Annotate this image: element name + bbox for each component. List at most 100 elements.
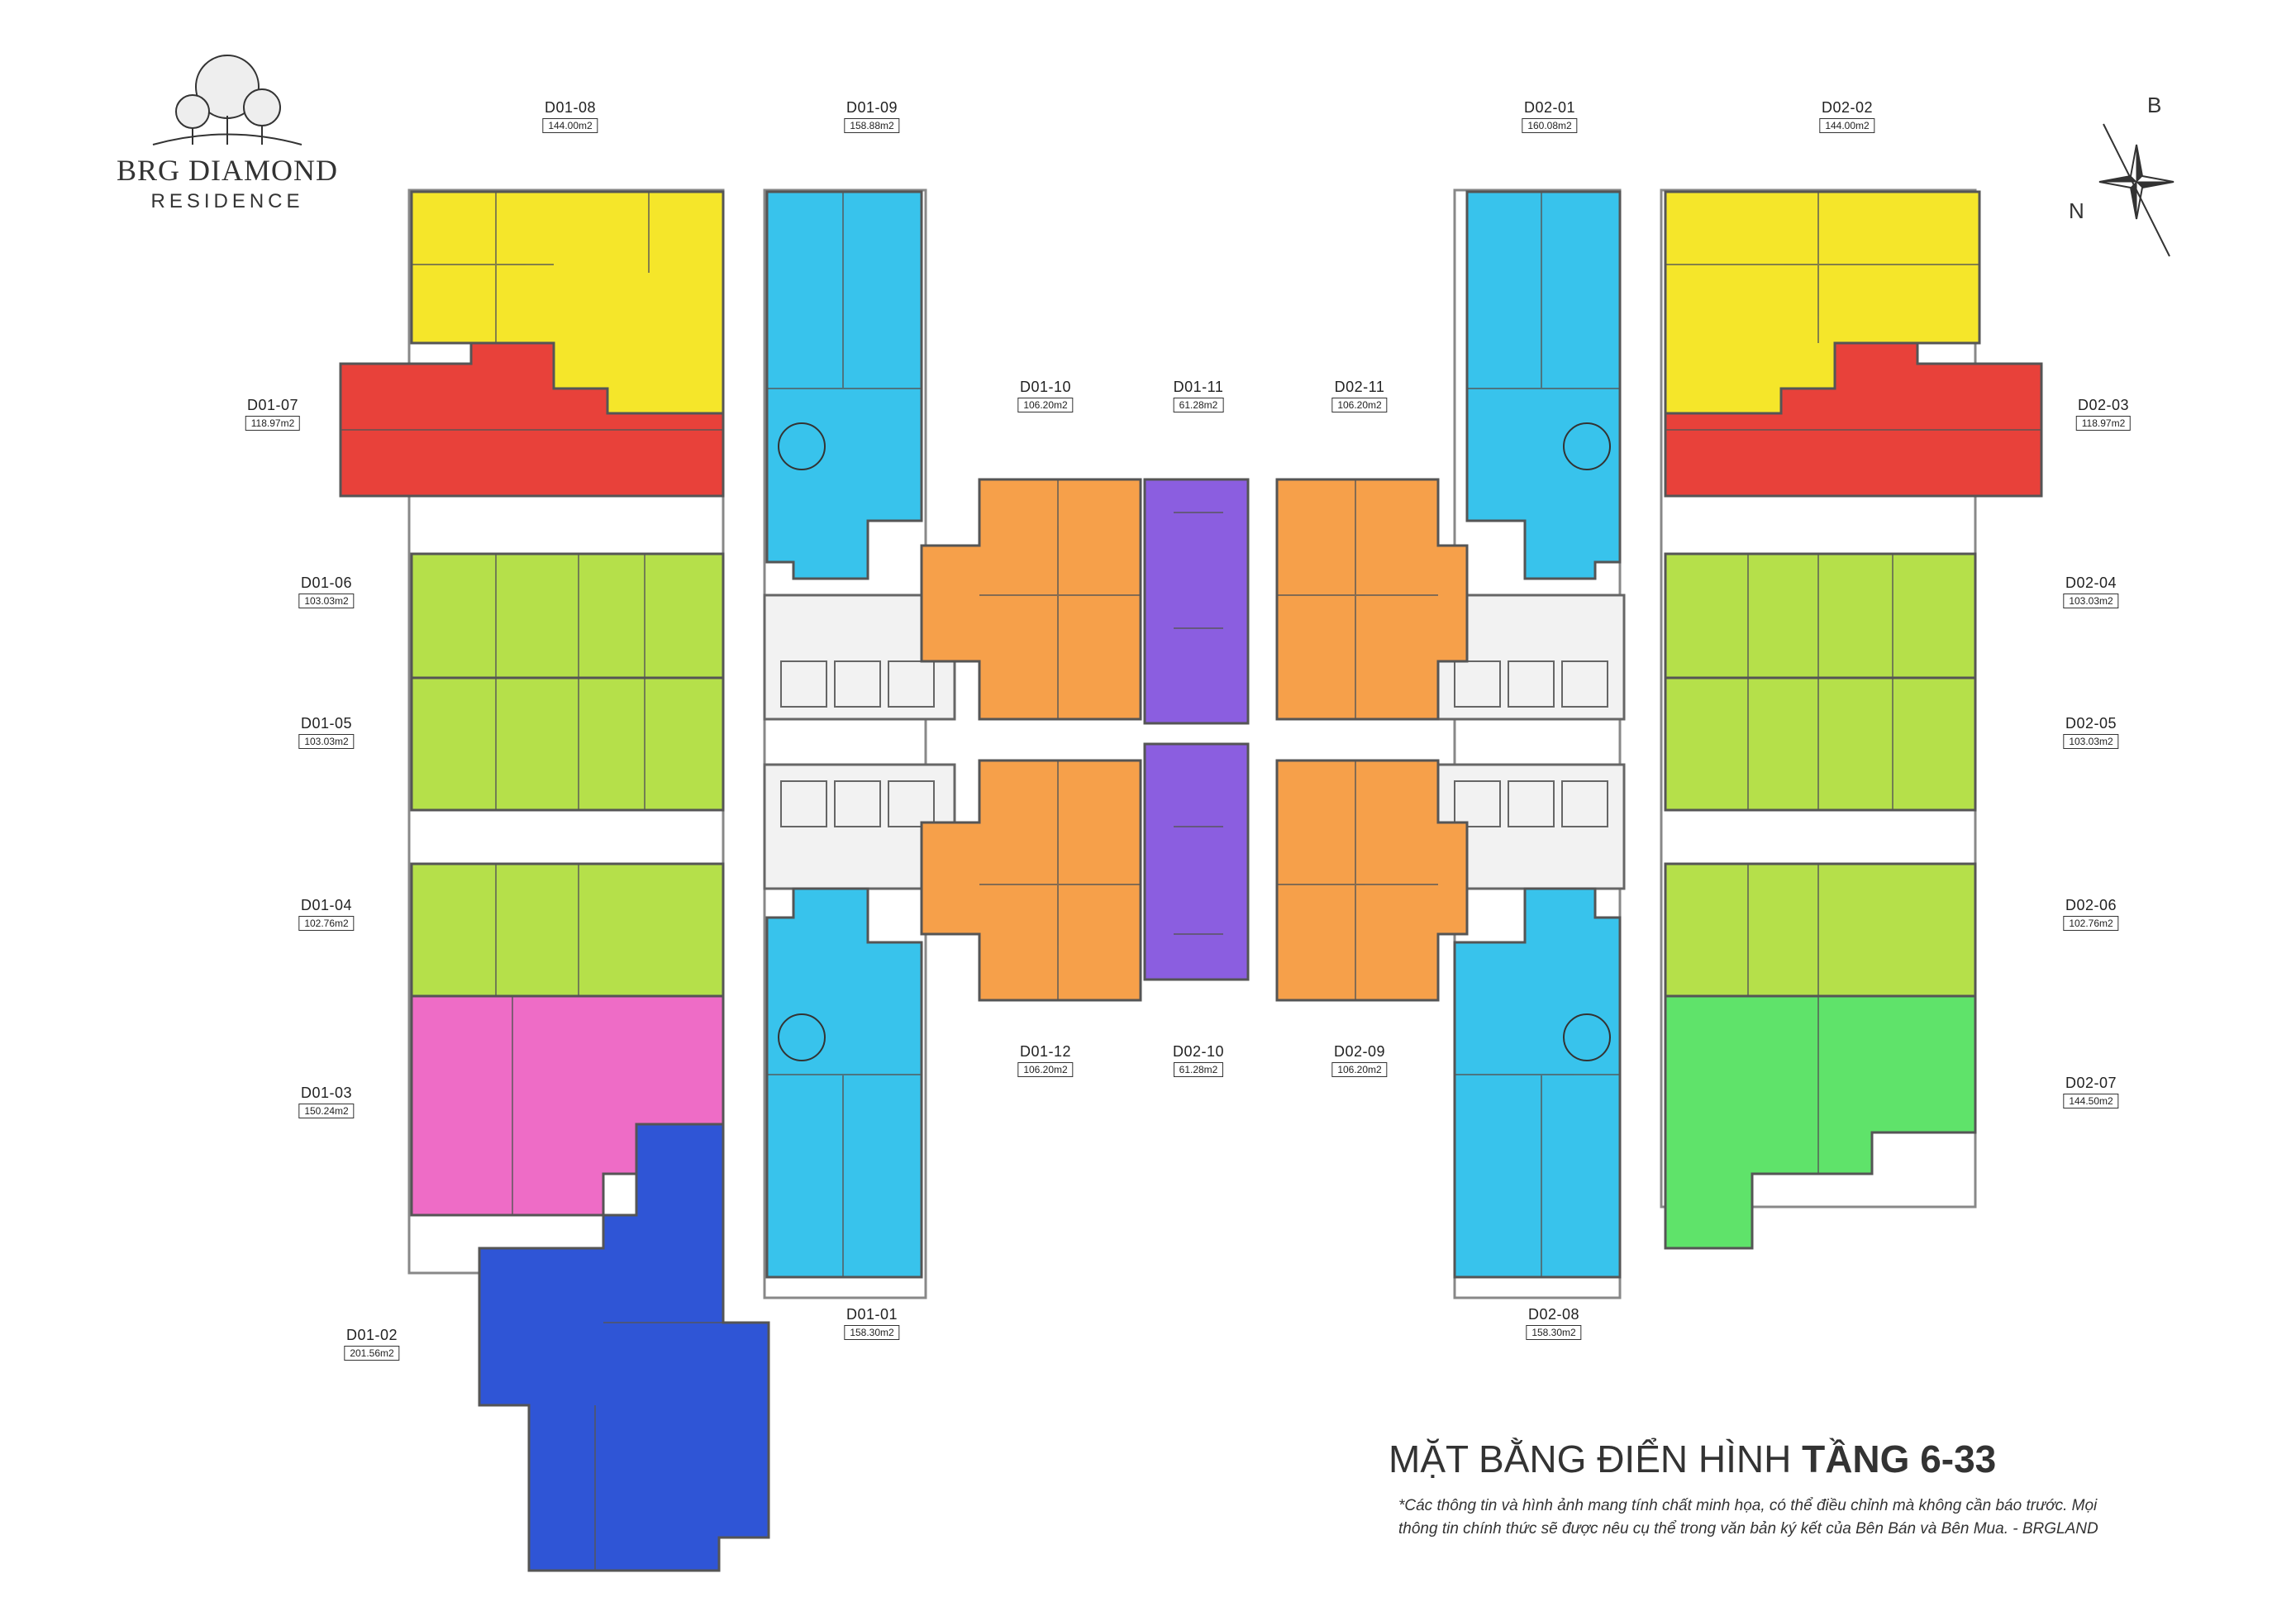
- unit-area: 103.03m2: [2063, 594, 2119, 608]
- unit-label[interactable]: D01-07 118.97m2: [245, 397, 301, 431]
- unit-area: 144.00m2: [542, 118, 598, 133]
- unit-D02-04[interactable]: [1664, 552, 1977, 679]
- unit-label[interactable]: D02-06 102.76m2: [2063, 897, 2119, 931]
- unit-label[interactable]: D01-02 201.56m2: [344, 1327, 400, 1361]
- disclaimer-text: *Các thông tin và hình ảnh mang tính chấ…: [1398, 1497, 2098, 1538]
- interior-walls: [341, 192, 2041, 1571]
- unit-code: D02-10: [1172, 1043, 1225, 1060]
- compass-b-label: B: [2147, 93, 2162, 117]
- unit-area: 61.28m2: [1173, 1062, 1224, 1077]
- unit-area: 201.56m2: [344, 1346, 400, 1361]
- unit-area: 144.50m2: [2063, 1094, 2119, 1108]
- unit-code: D01-01: [846, 1306, 898, 1323]
- unit-code: D01-09: [846, 99, 898, 116]
- unit-code: D01-06: [300, 575, 353, 591]
- unit-D02-09[interactable]: [1275, 759, 1469, 1002]
- unit-D02-11[interactable]: [1275, 478, 1469, 721]
- unit-D01-11[interactable]: [1143, 478, 1250, 725]
- unit-area: 103.03m2: [298, 734, 355, 749]
- unit-code: D01-02: [345, 1327, 398, 1343]
- unit-code: D02-04: [2065, 575, 2117, 591]
- plan-title-floors: TẦNG 6-33: [1802, 1437, 1997, 1480]
- unit-code: D02-05: [2065, 715, 2117, 732]
- unit-D01-06[interactable]: [410, 552, 725, 679]
- unit-D01-05[interactable]: [410, 676, 725, 812]
- unit-D02-06[interactable]: [1664, 862, 1977, 998]
- unit-code: D02-06: [2065, 897, 2117, 913]
- unit-label[interactable]: D01-12 106.20m2: [1017, 1043, 1074, 1077]
- unit-label[interactable]: D02-01 160.08m2: [1522, 99, 1578, 133]
- brand-name: BRG DIAMOND: [116, 154, 338, 187]
- unit-D02-07[interactable]: [1664, 994, 1977, 1250]
- unit-D02-10[interactable]: [1143, 742, 1250, 981]
- elevator-shafts: [780, 660, 1608, 827]
- unit-D02-08[interactable]: [1453, 887, 1622, 1279]
- unit-label[interactable]: D01-04 102.76m2: [298, 897, 355, 931]
- unit-code: D02-07: [2065, 1075, 2117, 1091]
- brand-subtitle: RESIDENCE: [150, 190, 304, 212]
- brand-logo-icon: [152, 55, 302, 145]
- unit-D01-09[interactable]: [765, 190, 923, 580]
- unit-area: 150.24m2: [298, 1104, 355, 1118]
- unit-code: D01-08: [544, 99, 597, 116]
- unit-area: 106.20m2: [1331, 398, 1388, 412]
- unit-area: 102.76m2: [2063, 916, 2119, 931]
- unit-label[interactable]: D01-09 158.88m2: [844, 99, 900, 133]
- unit-area: 61.28m2: [1173, 398, 1224, 412]
- unit-label[interactable]: D02-08 158.30m2: [1526, 1306, 1582, 1340]
- unit-area: 118.97m2: [245, 416, 301, 431]
- unit-code: D02-08: [1527, 1306, 1580, 1323]
- unit-code: D01-12: [1019, 1043, 1072, 1060]
- unit-code: D02-01: [1523, 99, 1576, 116]
- unit-label[interactable]: D02-09 106.20m2: [1331, 1043, 1388, 1077]
- unit-label[interactable]: D02-07 144.50m2: [2063, 1075, 2119, 1108]
- unit-D02-01[interactable]: [1465, 190, 1622, 580]
- unit-D01-10[interactable]: [920, 478, 1142, 721]
- unit-code: D02-02: [1821, 99, 1874, 116]
- unit-code: D01-10: [1019, 379, 1072, 395]
- unit-area: 144.00m2: [1819, 118, 1875, 133]
- unit-code: D01-03: [300, 1085, 353, 1101]
- unit-label[interactable]: D01-05 103.03m2: [298, 715, 355, 749]
- unit-area: 158.88m2: [844, 118, 900, 133]
- unit-D02-03[interactable]: [1664, 341, 2043, 498]
- unit-code: D01-05: [300, 715, 353, 732]
- unit-label[interactable]: D01-01 158.30m2: [844, 1306, 900, 1340]
- unit-label[interactable]: D01-06 103.03m2: [298, 575, 355, 608]
- unit-label[interactable]: D02-10 61.28m2: [1173, 1043, 1224, 1077]
- unit-code: D01-04: [300, 897, 353, 913]
- unit-label[interactable]: D02-05 103.03m2: [2063, 715, 2119, 749]
- unit-code: D02-11: [1334, 379, 1385, 395]
- unit-D02-05[interactable]: [1664, 676, 1977, 812]
- unit-label[interactable]: D02-04 103.03m2: [2063, 575, 2119, 608]
- unit-area: 103.03m2: [298, 594, 355, 608]
- unit-area: 103.03m2: [2063, 734, 2119, 749]
- unit-D01-07[interactable]: [339, 341, 725, 498]
- unit-D01-01[interactable]: [765, 887, 923, 1279]
- unit-code: D01-07: [246, 397, 299, 413]
- unit-area: 106.20m2: [1017, 398, 1074, 412]
- plan-title-prefix: MẶT BẰNG ĐIỂN HÌNH: [1389, 1437, 1803, 1480]
- unit-area: 158.30m2: [844, 1325, 900, 1340]
- unit-D01-12[interactable]: [920, 759, 1142, 1002]
- unit-area: 106.20m2: [1331, 1062, 1388, 1077]
- unit-label[interactable]: D01-03 150.24m2: [298, 1085, 355, 1118]
- plan-title: MẶT BẰNG ĐIỂN HÌNH TẦNG 6-33: [1389, 1437, 1996, 1481]
- unit-code: D02-09: [1333, 1043, 1386, 1060]
- unit-area: 160.08m2: [1522, 118, 1578, 133]
- unit-area: 158.30m2: [1526, 1325, 1582, 1340]
- unit-label[interactable]: D01-11 61.28m2: [1173, 379, 1224, 412]
- unit-label[interactable]: D02-02 144.00m2: [1819, 99, 1875, 133]
- unit-area: 102.76m2: [298, 916, 355, 931]
- unit-code: D02-03: [2077, 397, 2130, 413]
- unit-label[interactable]: D01-08 144.00m2: [542, 99, 598, 133]
- unit-area: 106.20m2: [1017, 1062, 1074, 1077]
- unit-label[interactable]: D02-11 106.20m2: [1331, 379, 1388, 412]
- unit-code: D01-11: [1173, 379, 1224, 395]
- unit-D01-04[interactable]: [410, 862, 725, 998]
- furniture-tables: [778, 422, 1611, 1061]
- compass-n-label: N: [2069, 198, 2084, 223]
- unit-label[interactable]: D01-10 106.20m2: [1017, 379, 1074, 412]
